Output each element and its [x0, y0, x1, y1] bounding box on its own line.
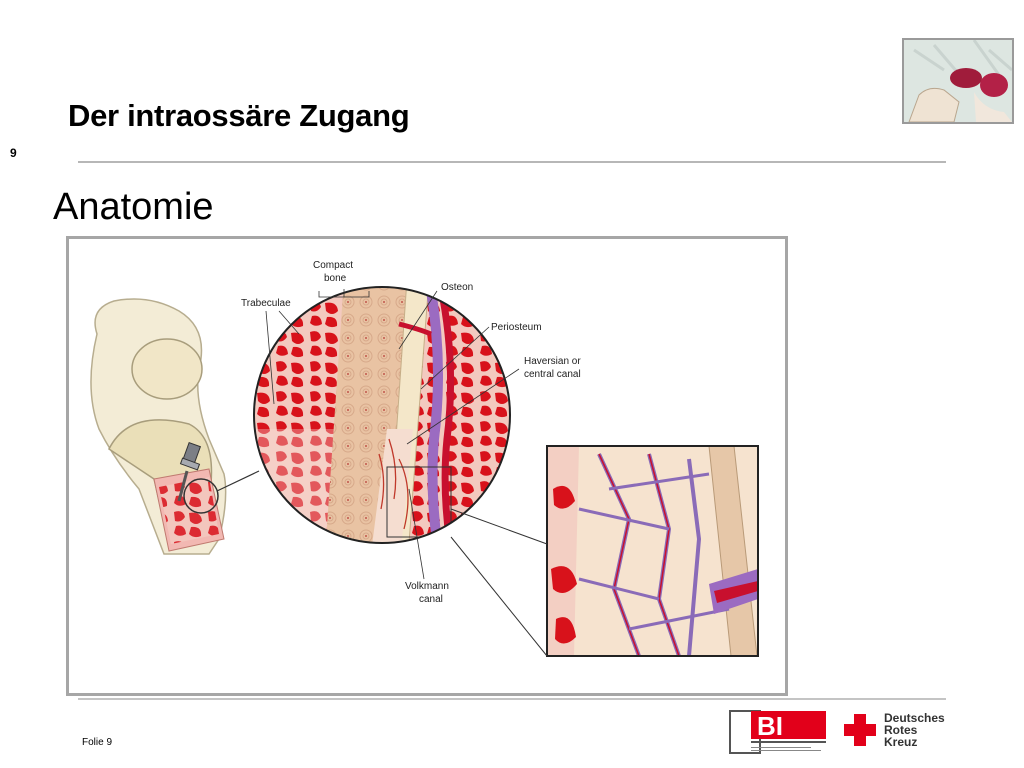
red-cross-icon: [844, 714, 876, 746]
label-compact-bone-2: bone: [324, 273, 347, 284]
label-periosteum: Periosteum: [491, 322, 542, 333]
label-volkmann-2: canal: [419, 594, 443, 605]
bottom-divider: [78, 698, 946, 700]
drk-logo-line2: Rotes: [884, 723, 918, 737]
label-compact-bone-1: Compact: [313, 260, 353, 271]
slide-subtitle: Anatomie: [53, 186, 214, 228]
label-haversian-2: central canal: [524, 369, 581, 380]
drk-logo-line3: Kreuz: [884, 735, 918, 749]
bi-logo: BI: [729, 710, 827, 754]
bi-logo-text: BI: [757, 711, 783, 741]
slide-number: 9: [10, 146, 17, 160]
footer-slide-label: Folie 9: [82, 737, 113, 748]
label-volkmann-1: Volkmann: [405, 581, 449, 592]
label-osteon: Osteon: [441, 282, 473, 293]
vessel-detail-inset: [450, 445, 759, 657]
knee-illustration: [90, 298, 260, 555]
procedure-thumbnail-image: [902, 38, 1014, 124]
label-leaders: [265, 289, 520, 580]
label-trabeculae: Trabeculae: [241, 298, 291, 309]
top-divider: [78, 161, 946, 163]
bone-cross-section: [254, 287, 510, 543]
bone-anatomy-figure: Compact bone Trabeculae Osteon Periosteu…: [66, 236, 788, 696]
slide-title: Der intraossäre Zugang: [68, 98, 410, 133]
label-haversian-1: Haversian or: [524, 356, 581, 367]
drk-logo: Deutsches Rotes Kreuz: [842, 710, 952, 758]
drk-logo-line1: Deutsches: [884, 711, 945, 725]
